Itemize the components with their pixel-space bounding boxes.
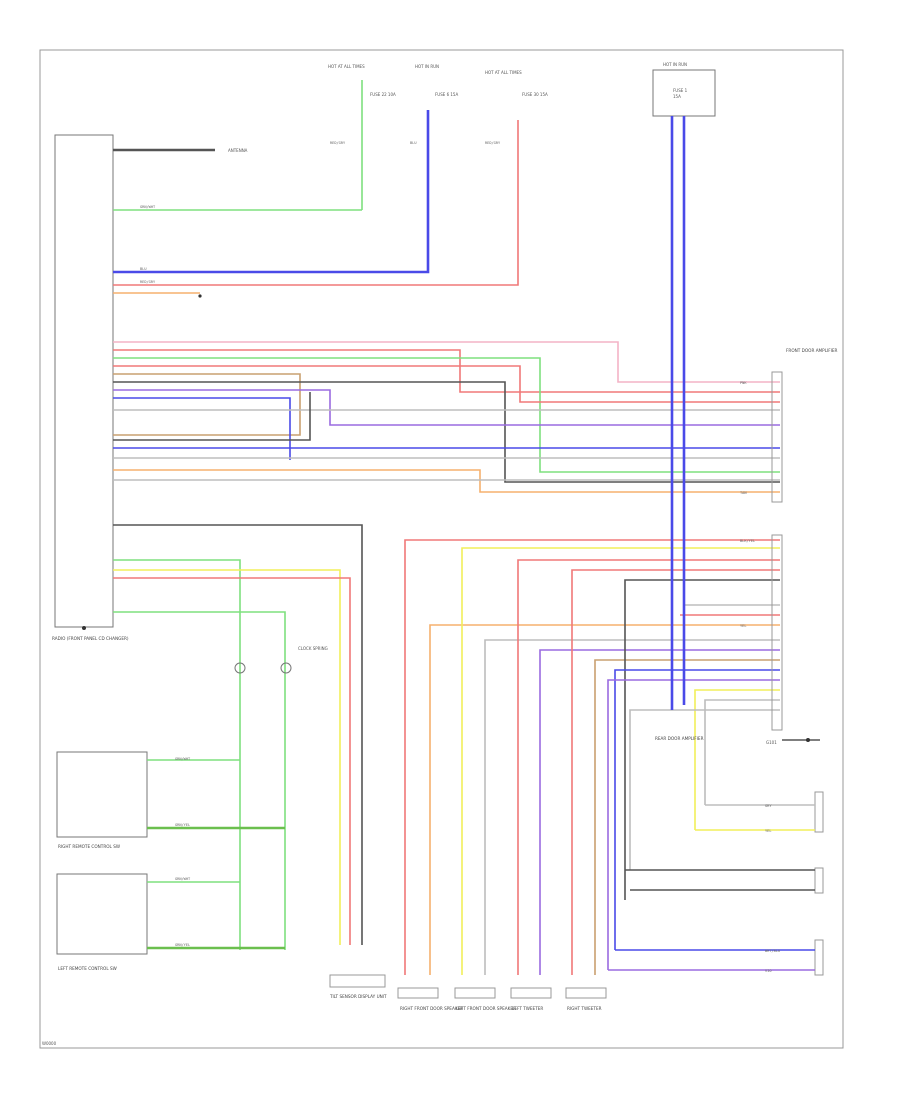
fuse-block-3: HOT AT ALL TIMES FUSE 30 15A — [485, 70, 548, 97]
speaker-group: RIGHT FRONT DOOR SPEAKER LEFT FRONT DOOR… — [397, 987, 607, 1011]
fuse-1-label: HOT AT ALL TIMES — [328, 64, 365, 69]
wire-label-6: RED/GRY — [140, 280, 156, 284]
front-amp-harness — [113, 341, 780, 493]
wire-label-17: WHT/BLU — [765, 949, 780, 953]
hot-in-run-title: HOT IN RUN — [663, 62, 687, 67]
remote-harness — [113, 524, 363, 950]
fuse-3-label: HOT AT ALL TIMES — [485, 70, 522, 75]
rear-amp-label: REAR DOOR AMPLIFIER — [655, 736, 704, 741]
wire-label-4: GRN/WHT — [140, 205, 156, 209]
wire-label-2: BLU — [410, 141, 417, 145]
wire-red-fuse3 — [113, 120, 519, 286]
wire-label-11: PNK — [740, 381, 747, 385]
tilt-sensor-label: TILT SENSOR DISPLAY UNIT — [329, 994, 387, 999]
clock-spring-label: CLOCK SPRING — [298, 646, 328, 651]
antenna-label: ANTENNA — [228, 148, 248, 153]
fuse-box-line1: FUSE 1 — [673, 88, 688, 93]
wire-label-14: YEL — [740, 624, 747, 628]
right-remote-switch — [56, 751, 148, 838]
left-remote-label: LEFT REMOTE CONTROL SW — [58, 966, 117, 971]
rear-harness — [404, 539, 780, 975]
speaker-2-label: LEFT FRONT DOOR SPEAKER — [456, 1006, 516, 1011]
wire-label-15: GRY — [765, 804, 772, 808]
right-remote-label: RIGHT REMOTE CONTROL SW — [58, 844, 120, 849]
front-amp-connector — [771, 371, 783, 503]
wire-label-10: GRN/YEL — [175, 943, 190, 947]
speaker-3-label: LEFT TWEETER — [512, 1006, 543, 1011]
speaker-4-label: RIGHT TWEETER — [567, 1006, 602, 1011]
wire-label-12: TAN — [740, 491, 747, 495]
speaker-1-label: RIGHT FRONT DOOR SPEAKER — [400, 1006, 463, 1011]
radio-unit — [54, 134, 114, 628]
fuse-1-rating: FUSE 22 10A — [370, 92, 396, 97]
radio-label: RADIO (FRONT PANEL CD CHANGER) — [52, 636, 129, 641]
tilt-sensor — [329, 974, 386, 988]
front-amp-label: FRONT DOOR AMPLIFIER — [786, 348, 838, 353]
fuse-block-2: HOT IN RUN FUSE 6 15A — [415, 64, 458, 97]
fuse-box-outline — [652, 69, 716, 117]
radio-ground-dot — [82, 626, 86, 630]
fuse-box-line2: 15A — [673, 94, 681, 99]
wire-blue-fuse2 — [113, 110, 430, 274]
wire-label-18: VIO — [765, 969, 772, 973]
wire-label-5: BLU — [140, 267, 147, 271]
fuse-3-rating: FUSE 30 15A — [522, 92, 548, 97]
diagram-frame — [39, 49, 844, 1049]
clock-spring: CLOCK SPRING — [234, 646, 328, 674]
wire-label-8: GRN/YEL — [175, 823, 190, 827]
wire-label-1: RED/GRY — [330, 141, 346, 145]
wire-label-16: YEL — [765, 829, 772, 833]
rear-amp-connector — [771, 534, 783, 731]
wire-label-13: BLK/YEL — [740, 539, 755, 543]
ground-dot — [806, 738, 810, 742]
hot-in-run-box: HOT IN RUN FUSE 1 15A — [652, 62, 716, 117]
wire-label-9: GRN/WHT — [175, 877, 191, 881]
fuse-block-1: HOT AT ALL TIMES FUSE 22 10A — [328, 64, 396, 210]
left-remote-switch — [56, 873, 148, 955]
wire-label-7: GRN/WHT — [175, 757, 191, 761]
fuse-2-label: HOT IN RUN — [415, 64, 439, 69]
splice-dot-1 — [198, 294, 202, 298]
wire-label-3: RED/GRY — [485, 141, 501, 145]
fuse-2-rating: FUSE 6 15A — [435, 92, 458, 97]
page-id: W0000 — [42, 1041, 57, 1046]
ground-label: G101 — [766, 740, 777, 745]
